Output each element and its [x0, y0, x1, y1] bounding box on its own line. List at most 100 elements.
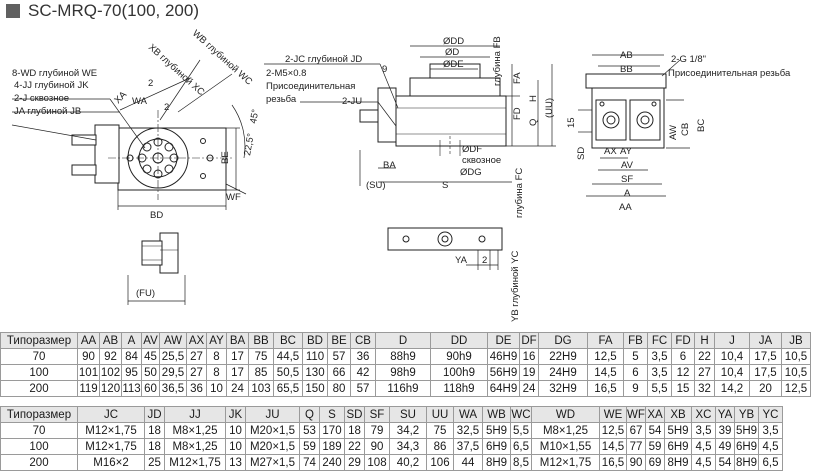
header-cell: YB — [734, 406, 759, 423]
dim-wa: WA — [132, 96, 148, 107]
dim-cb: CB — [680, 123, 691, 136]
table-cell: 102 — [99, 364, 122, 381]
header-cell: J — [714, 332, 750, 349]
callout-wd: 8-WD глубиной WE — [12, 68, 97, 79]
header-cell: DE — [487, 332, 520, 349]
table-cell: 69 — [645, 454, 665, 471]
table-cell: 10 — [225, 438, 246, 455]
header-cell: AA — [77, 332, 100, 349]
callout-fb: глубина FB — [492, 36, 503, 86]
table-cell: 36,5 — [159, 380, 187, 397]
header-cell: UU — [426, 406, 454, 423]
dim-bc: BC — [696, 119, 707, 132]
callout-df-through: сквозное — [462, 155, 501, 166]
dim-9: 9 — [382, 64, 387, 75]
header-cell: SD — [344, 406, 365, 423]
angle-45: 45° — [248, 108, 261, 124]
header-cell: AV — [141, 332, 160, 349]
table-cell: 18 — [144, 422, 165, 439]
header-cell: DF — [519, 332, 539, 349]
table-cell: M12×1,75 — [77, 438, 145, 455]
callout-dg: ØDG — [460, 167, 482, 178]
table-cell: M20×1,5 — [245, 422, 300, 439]
table-cell: 16,5 — [587, 380, 624, 397]
table-cell: 6H9 — [482, 438, 511, 455]
table-cell: 56H9 — [487, 364, 520, 381]
header-cell: SF — [364, 406, 390, 423]
table-cell: M8×1,25 — [164, 438, 226, 455]
table-cell: 90h9 — [430, 348, 488, 365]
table-cell: 29,5 — [159, 364, 187, 381]
table-cell: 14,5 — [599, 438, 627, 455]
dim-wf: WF — [226, 192, 241, 203]
table-cell: 67 — [626, 422, 646, 439]
table-cell: 88h9 — [375, 348, 431, 365]
table-cell: 32 — [694, 380, 715, 397]
table-row: 200 M16×2 25 M12×1,75 13 M27×1,5 74 240 … — [0, 454, 783, 471]
header-cell: YA — [715, 406, 735, 423]
table-row: 200 119 120 113 60 36,5 36 10 24 103 65,… — [0, 380, 811, 397]
table-cell: 90 — [77, 348, 100, 365]
table-cell: 95 — [121, 364, 142, 381]
table-cell: 59 — [299, 438, 320, 455]
table-cell: 65,5 — [273, 380, 303, 397]
table-cell: 110 — [302, 348, 328, 365]
table-cell: 10,4 — [714, 364, 750, 381]
header-cell: AX — [186, 332, 207, 349]
table-cell: 32H9 — [538, 380, 588, 397]
dimensions-table-2: Типоразмер JC JD JJ JK JU Q S SD SF SU U… — [0, 406, 783, 471]
header-cell: BE — [327, 332, 351, 349]
table-cell: 84 — [121, 348, 142, 365]
dim-ba: BA — [383, 160, 396, 171]
table-cell: 8 — [206, 348, 227, 365]
table-cell: 4,5 — [758, 438, 783, 455]
callout-jj: 4-JJ глубиной JK — [14, 80, 89, 91]
table-cell: M12×1,75 — [531, 454, 600, 471]
header-cell: BC — [273, 332, 303, 349]
table-row: 70 90 92 84 45 25,5 27 8 17 75 44,5 110 … — [0, 348, 811, 365]
dim-sf: SF — [621, 174, 633, 185]
table-cell: 10,4 — [714, 348, 750, 365]
callout-wb: WB глубиной WC — [190, 28, 254, 88]
header-cell: DD — [430, 332, 488, 349]
dim-fa: FA — [512, 72, 523, 84]
table-cell: 150 — [302, 380, 328, 397]
title-marker — [6, 4, 20, 18]
header-cell: BA — [226, 332, 249, 349]
header-cell: WE — [599, 406, 627, 423]
table-cell: 4,5 — [691, 438, 716, 455]
table-cell: 50,5 — [273, 364, 303, 381]
callout-fc: глубина FC — [514, 168, 525, 218]
table-cell: 54 — [645, 422, 665, 439]
header-cell: BD — [302, 332, 328, 349]
header-cell: XB — [664, 406, 692, 423]
table-cell: 36 — [350, 348, 376, 365]
header-cell: Q — [299, 406, 320, 423]
table-cell: 119 — [77, 380, 100, 397]
table-header-row: Типоразмер AA AB A AV AW AX AY BA BB BC … — [0, 332, 811, 349]
table-cell: 100 — [0, 364, 78, 381]
table-cell: 74 — [299, 454, 320, 471]
table-cell: 6H9 — [664, 438, 692, 455]
dim-aw: AW — [668, 125, 679, 140]
dim-dd: ØDD — [443, 36, 464, 47]
table-cell: 240 — [319, 454, 345, 471]
front-view — [11, 59, 247, 210]
table-cell: 49 — [715, 438, 735, 455]
table-row: 100 M12×1,75 18 M8×1,25 10 M20×1,5 59 18… — [0, 438, 783, 455]
table-cell: 64H9 — [487, 380, 520, 397]
header-cell: JD — [144, 406, 165, 423]
table-cell: 6 — [623, 364, 648, 381]
callout-df: ØDF — [462, 144, 482, 155]
table-cell: 34,2 — [389, 422, 427, 439]
header-cell: WA — [453, 406, 483, 423]
table-cell: 10 — [206, 380, 227, 397]
dim-a: A — [624, 188, 631, 199]
header-cell: A — [121, 332, 142, 349]
header-cell: AW — [159, 332, 187, 349]
table-cell: 6 — [671, 348, 695, 365]
table-cell: 50 — [141, 364, 160, 381]
technical-drawing: 8-WD глубиной WE 4-JJ глубиной JK 2-J ск… — [11, 28, 791, 322]
table-cell: 32,5 — [453, 422, 483, 439]
side-view — [264, 45, 556, 186]
